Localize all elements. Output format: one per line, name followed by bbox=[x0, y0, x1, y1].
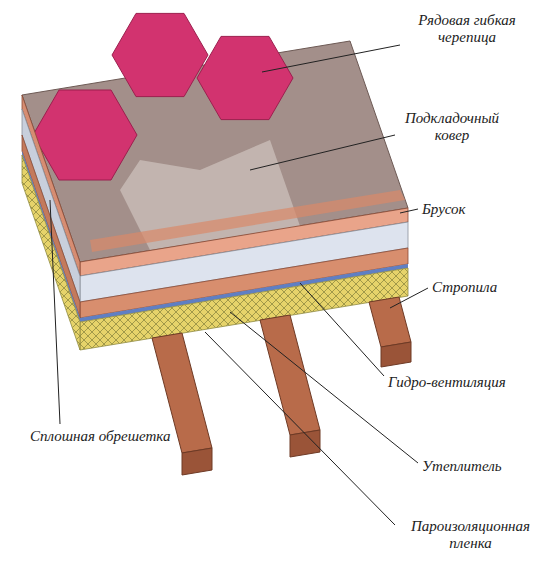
part-label: Стропила bbox=[432, 279, 532, 296]
part-label: Сплошная обрешетка bbox=[30, 428, 210, 445]
part-label: Утеплитель bbox=[422, 458, 542, 475]
part-label: Брусок bbox=[422, 201, 522, 218]
part-label: Гидро-вентиляция bbox=[388, 374, 538, 391]
part-label: Рядовая гибкая черепица bbox=[402, 12, 532, 46]
part-label: Пароизоляционная пленка bbox=[398, 518, 543, 552]
part-label: Подкладочный ковер bbox=[392, 110, 512, 144]
